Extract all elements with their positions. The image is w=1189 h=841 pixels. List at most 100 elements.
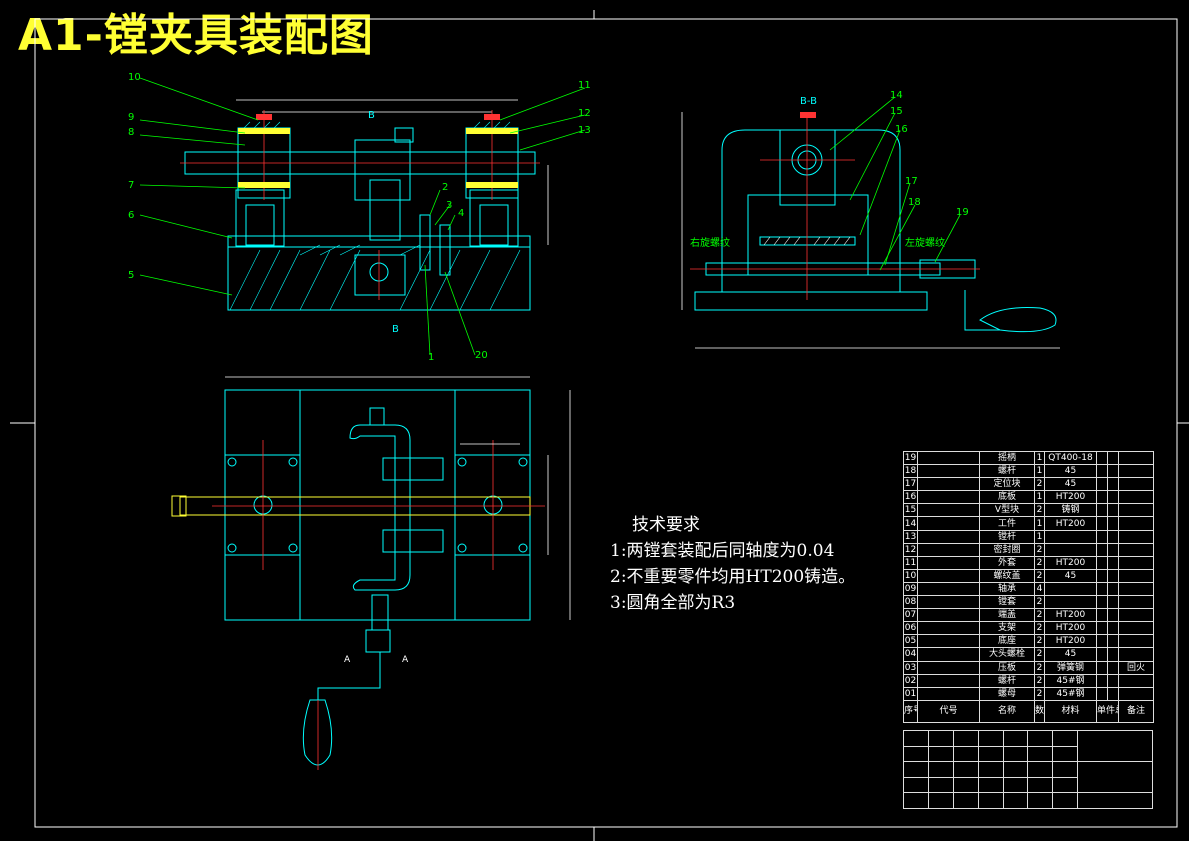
bom-cell-code (917, 581, 980, 597)
bom-cell-note (1118, 608, 1154, 623)
bom-cell-note (1118, 568, 1154, 583)
bom-cell-weight (1096, 608, 1108, 623)
bom-cell-code (917, 673, 980, 688)
bom-cell-material: 45 (1044, 464, 1097, 479)
bom-cell-note (1118, 673, 1154, 688)
bom-header-name: 名称 (979, 699, 1035, 723)
thread-label-right: 左旋螺纹 (905, 236, 945, 249)
bom-cell-qty: 2 (1034, 608, 1045, 623)
bom-cell-note (1118, 647, 1154, 662)
bom-cell-note (1118, 581, 1154, 597)
bom-cell-weight-total (1107, 647, 1119, 662)
bom-cell-name: 镗套 (979, 595, 1035, 610)
bom-cell-weight (1096, 555, 1108, 570)
tech-item: 1:两镗套装配后同轴度为0.04 (610, 541, 835, 561)
balloon-18: 18 (908, 197, 921, 208)
balloon-6: 6 (128, 210, 134, 221)
balloon-15: 15 (890, 106, 903, 117)
bom-cell-name: 轴承 (979, 581, 1035, 597)
balloon-8: 8 (128, 127, 134, 138)
bom-cell-weight (1096, 464, 1108, 479)
balloon-16: 16 (895, 124, 908, 135)
bom-cell-no: 18 (903, 464, 918, 479)
section-mark-bottom: B (392, 324, 399, 335)
bom-cell-material: 铸钢 (1044, 503, 1097, 518)
section-label: B-B (800, 96, 817, 107)
bom-cell-weight (1096, 503, 1108, 518)
tech-item: 3:圆角全部为R3 (610, 593, 736, 613)
bom-cell-code (917, 450, 980, 466)
bom-cell-no: 17 (903, 477, 918, 492)
balloon-7: 7 (128, 180, 134, 191)
bom-cell-weight-total (1107, 503, 1119, 518)
bom-cell-qty: 2 (1034, 503, 1045, 518)
bom-header-material: 材料 (1044, 699, 1097, 723)
bom-header-qty: 数量 (1034, 699, 1045, 723)
bom-cell-code (917, 503, 980, 518)
bom-cell-qty: 2 (1034, 647, 1045, 662)
bom-cell-name: 端盖 (979, 608, 1035, 623)
thread-label-left: 右旋螺纹 (690, 236, 730, 249)
bom-cell-code (917, 568, 980, 583)
bom-cell-weight-total (1107, 621, 1119, 636)
bom-cell-qty: 2 (1034, 686, 1045, 701)
bom-cell-name: 外套 (979, 555, 1035, 570)
bom-cell-note (1118, 503, 1154, 518)
bom-cell-note (1118, 634, 1154, 649)
technical-requirements: 技术要求 1:两镗套装配后同轴度为0.04 2:不重要零件均用HT200铸造。 … (610, 512, 855, 616)
bom-cell-material: HT200 (1044, 516, 1097, 531)
bom-cell-weight (1096, 673, 1108, 688)
bom-cell-material: HT200 (1044, 634, 1097, 649)
balloon-2: 2 (442, 182, 448, 193)
bom-cell-no: 15 (903, 503, 918, 518)
sheet-frame (10, 10, 1189, 841)
bom-cell-name: 底座 (979, 634, 1035, 649)
bom-cell-code (917, 490, 980, 505)
title-block (903, 729, 1153, 809)
bom-cell-name: 工件 (979, 516, 1035, 531)
bom-cell-no: 14 (903, 516, 918, 531)
bom-cell-weight-total (1107, 477, 1119, 492)
bom-cell-qty: 2 (1034, 673, 1045, 688)
bom-cell-qty: 2 (1034, 660, 1045, 675)
bom-cell-weight-total (1107, 542, 1119, 557)
bom-cell-name: 镗杆 (979, 529, 1035, 544)
bom-cell-note (1118, 516, 1154, 531)
bom-cell-no: 07 (903, 608, 918, 623)
bom-cell-code (917, 529, 980, 544)
bom-cell-material: 弹簧钢 (1044, 660, 1097, 675)
bom-cell-weight (1096, 490, 1108, 505)
balloon-labels: 1 2 3 4 5 6 7 8 9 10 11 12 13 14 15 16 1… (128, 72, 969, 363)
bom-cell-no: 03 (903, 660, 918, 675)
bom-cell-code (917, 621, 980, 636)
bom-cell-no: 12 (903, 542, 918, 557)
bom-cell-name: 支架 (979, 621, 1035, 636)
balloon-20: 20 (475, 350, 488, 361)
bom-cell-no: 13 (903, 529, 918, 544)
bom-cell-note (1118, 450, 1154, 466)
bom-cell-weight-total (1107, 450, 1119, 466)
bom-cell-weight (1096, 581, 1108, 597)
balloon-13: 13 (578, 125, 591, 136)
bom-cell-no: 10 (903, 568, 918, 583)
bom-cell-name: 螺杆 (979, 464, 1035, 479)
bom-cell-material (1044, 529, 1097, 544)
bom-cell-code (917, 595, 980, 610)
bom-cell-no: 01 (903, 686, 918, 701)
section-mark-top: B (368, 110, 375, 121)
bom-cell-name: V型块 (979, 503, 1035, 518)
bom-cell-qty: 1 (1034, 516, 1045, 531)
bom-cell-weight-total (1107, 555, 1119, 570)
bom-cell-weight (1096, 529, 1108, 544)
bom-cell-material: 45 (1044, 568, 1097, 583)
